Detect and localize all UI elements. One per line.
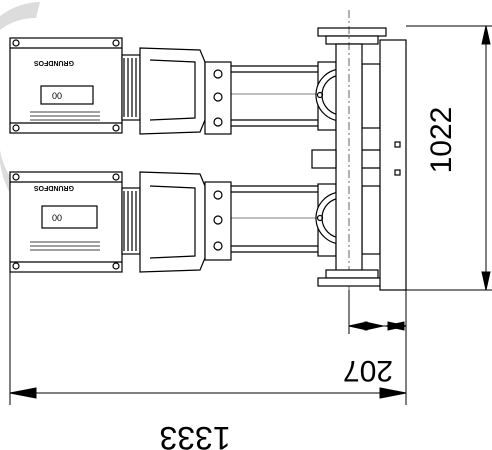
dimension-lines [9, 25, 492, 405]
dimension-depth-label: 207 [343, 354, 393, 387]
manifold-pipe [311, 10, 407, 291]
display-panel-bottom [41, 205, 98, 229]
display-panel-top [40, 85, 94, 105]
svg-text:00: 00 [52, 213, 62, 223]
base-plate [379, 39, 407, 291]
brand-text-bottom: GRUNDFOS [34, 184, 74, 191]
brand-text-top: GRUNDFOS [34, 59, 74, 66]
svg-text:00: 00 [52, 91, 62, 101]
dimension-length-label: 1333 [159, 420, 230, 450]
dimension-height-label: 1022 [425, 107, 458, 174]
